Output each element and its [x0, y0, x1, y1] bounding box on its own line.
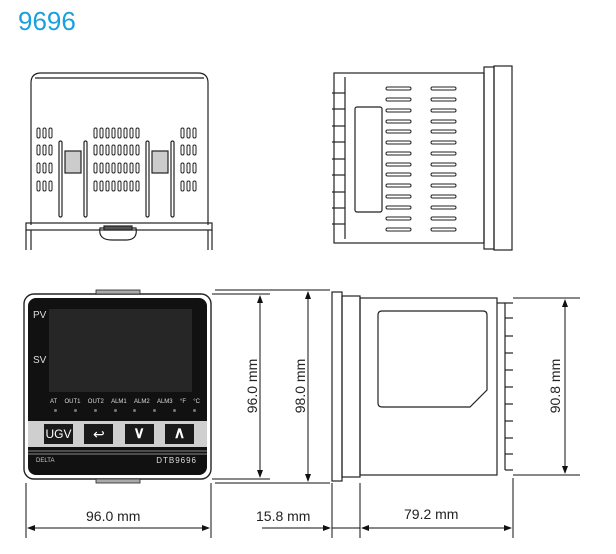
dim-front-width: 96.0 mm	[86, 508, 141, 524]
pv-label: PV	[33, 310, 47, 321]
top-view	[25, 72, 213, 250]
chevron-down-icon: ∨	[133, 425, 146, 442]
indicator-f: °F	[179, 399, 186, 405]
dim-front-outer-height: 98.0 mm	[292, 358, 308, 414]
brand-logo: DELTA	[36, 458, 55, 464]
dim-body-height: 90.8 mm	[547, 358, 563, 414]
model-label: DTB9696	[156, 456, 197, 465]
chevron-up-icon: ∧	[173, 425, 186, 442]
indicator-alm3: ALM3	[156, 399, 173, 405]
dim-body-depth: 79.2 mm	[404, 506, 459, 522]
indicator-row: AT OUT1 OUT2 ALM1 ALM2 ALM3 °F °C	[50, 399, 200, 405]
indicator-out2: OUT2	[87, 399, 104, 405]
sv-label: SV	[33, 355, 47, 366]
down-button[interactable]: ∨	[124, 424, 154, 444]
front-panel: PV SV AT OUT1 OUT2 ALM1 ALM2 ALM3 °F °C …	[28, 298, 207, 475]
dim-bezel-depth: 15.8 mm	[256, 508, 311, 524]
indicator-alm2: ALM2	[134, 399, 150, 405]
return-icon: ↩	[92, 426, 105, 442]
indicator-alm1: ALM1	[111, 399, 127, 405]
dim-front-inner-height: 96.0 mm	[244, 358, 260, 414]
ugv-button[interactable]: UGV	[44, 424, 73, 444]
model-title: 9696	[18, 6, 76, 36]
indicator-at: AT	[50, 399, 58, 405]
side-view	[332, 65, 513, 251]
up-button[interactable]: ∧	[164, 424, 194, 444]
key-row: UGV ↩ ∨ ∧	[44, 424, 194, 444]
indicator-c: °C	[193, 399, 200, 405]
indicator-out1: OUT1	[64, 399, 81, 405]
led-row	[54, 409, 196, 412]
return-button[interactable]: ↩	[84, 424, 114, 444]
